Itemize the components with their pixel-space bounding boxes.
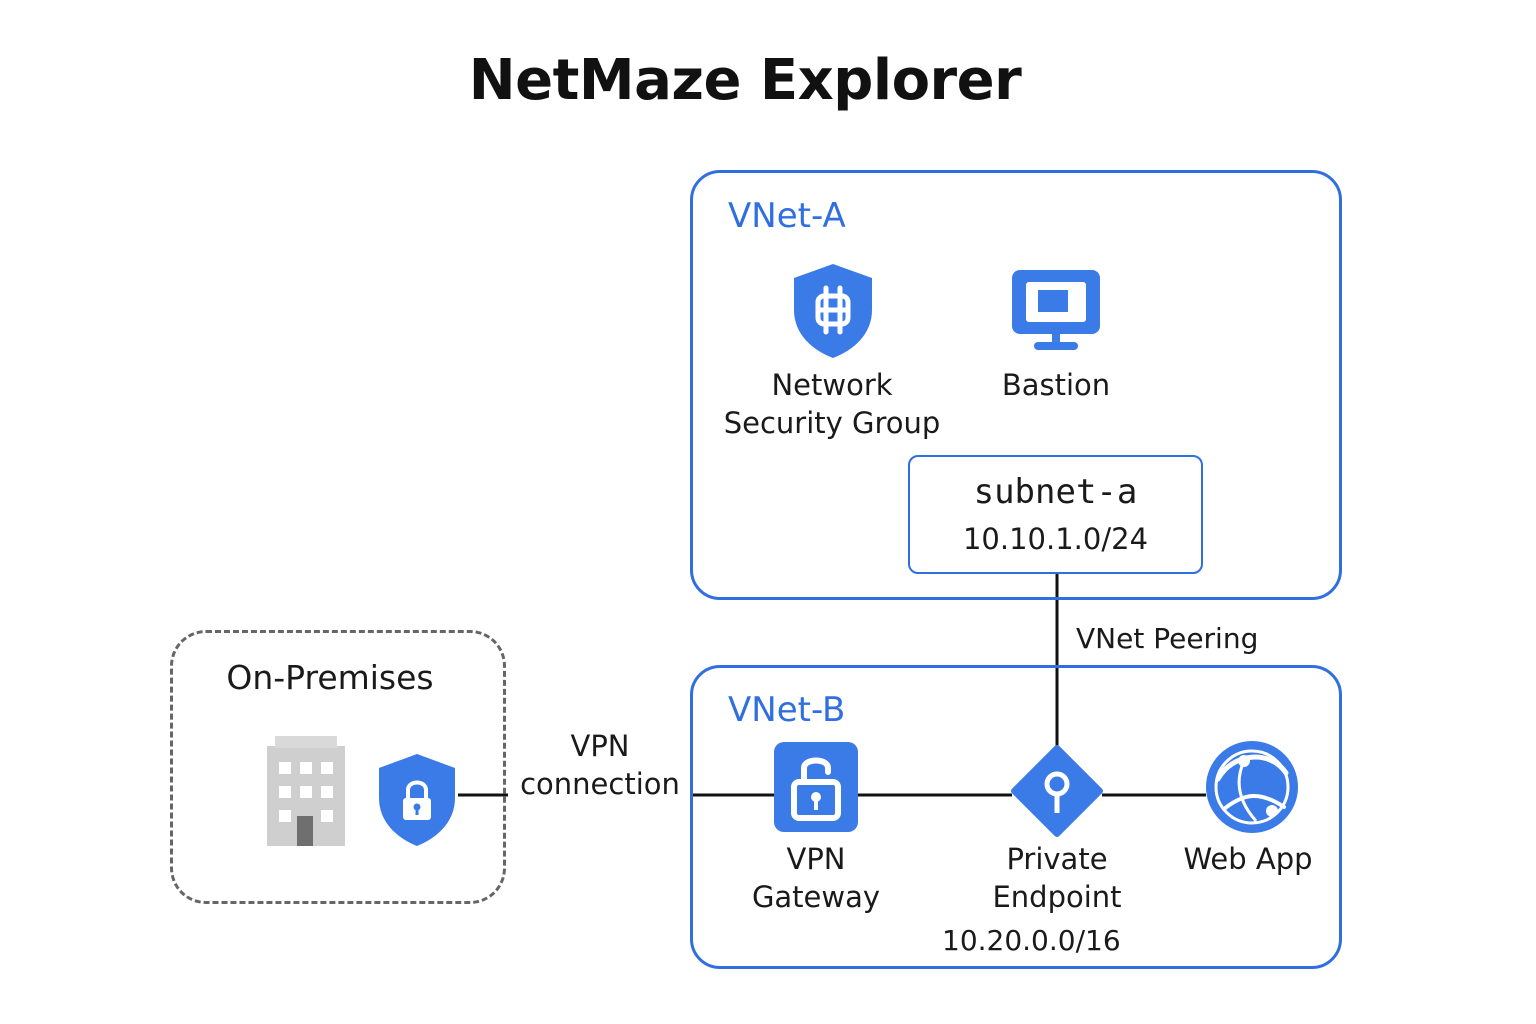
vpn-connection-label-line1: VPN [570,729,630,763]
private-endpoint-label-line1: Private [1006,842,1108,876]
vnet-a-container[interactable] [690,170,1342,600]
vpn-gateway-label: VPN Gateway [726,840,906,916]
vpn-gateway-label-line2: Gateway [751,880,881,914]
nsg-label: Network Security Group [712,366,952,442]
monitor-icon[interactable] [1010,268,1102,352]
subnet-cidr: 10.10.1.0/24 [962,522,1149,556]
vpn-connection-label-line2: connection [520,767,680,801]
vnet-b-label: VNet-B [728,690,846,730]
vpn-connection-label: VPN connection [510,727,690,803]
vnet-b-cidr: 10.20.0.0/16 [942,924,1121,957]
building-icon [267,736,345,846]
vpn-gateway-label-line1: VPN [786,842,846,876]
shield-icon[interactable] [790,262,876,360]
vnet-b-container[interactable] [690,665,1342,969]
vnet-a-label: VNet-A [728,196,846,236]
subnet-name: subnet-a [973,472,1138,512]
web-app-label: Web App [1183,842,1313,876]
on-premises-label: On-Premises [226,658,434,697]
unlocked-padlock-icon[interactable] [774,742,858,832]
keyhole-diamond-icon[interactable] [1010,744,1104,838]
subnet-a-box[interactable] [908,455,1203,574]
nsg-label-line2: Security Group [723,406,941,440]
on-premises-container[interactable] [170,630,506,904]
vnet-peering-label: VNet Peering [1076,622,1259,655]
private-endpoint-label-line2: Endpoint [992,880,1122,914]
shield-lock-icon[interactable] [375,752,459,848]
bastion-label: Bastion [1001,368,1111,402]
private-endpoint-label: Private Endpoint [957,840,1157,916]
page-title: NetMaze Explorer [468,48,1022,113]
globe-icon[interactable] [1204,739,1300,835]
nsg-label-line1: Network [771,368,893,402]
